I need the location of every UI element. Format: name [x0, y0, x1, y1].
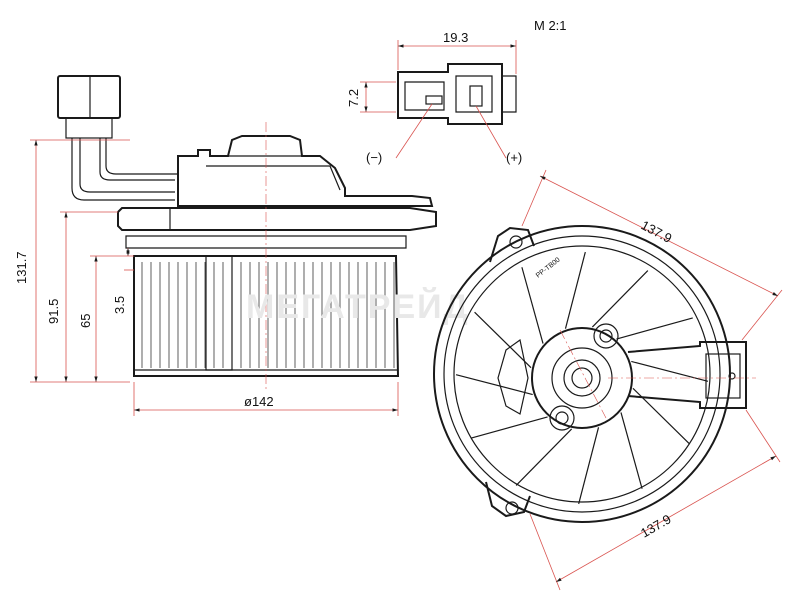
housing-rib: [471, 416, 548, 439]
offset-label: 3.5: [112, 296, 127, 314]
connector-detail: 19.3 7.2 (−) (+): [346, 30, 522, 165]
front-view: PP-TB00 137.9 137.9: [433, 169, 783, 591]
housing-rib: [521, 267, 544, 344]
wheel-blades: [141, 262, 395, 368]
housing-rib: [578, 427, 600, 505]
housing-rib: [474, 311, 532, 369]
connector-width-label: 19.3: [443, 30, 468, 45]
housing-rib: [620, 412, 643, 489]
part-code-label: PP-TB00: [535, 257, 562, 280]
positive-terminal-label: (+): [506, 150, 522, 165]
housing-rib: [631, 360, 709, 382]
negative-terminal-label: (−): [366, 150, 382, 165]
svg-text:МЕГАТРЕЙД: МЕГАТРЕЙД: [246, 287, 470, 326]
side-view: 131.7 91.5 65 3.5 ø142: [14, 75, 437, 416]
housing-rib: [616, 317, 693, 340]
diagonal-dimension-label: 137.9: [639, 217, 675, 246]
connector-height-label: 7.2: [346, 89, 361, 107]
housing-rib: [591, 270, 649, 328]
housing-rib: [455, 374, 533, 396]
total-height-label: 131.7: [14, 251, 29, 284]
bottom-dimension-label: 137.9: [638, 511, 674, 540]
wheel-height-label: 65: [78, 314, 93, 328]
housing-rib: [564, 251, 586, 329]
housing-rib: [515, 428, 573, 486]
diameter-label: ø142: [244, 394, 274, 409]
scale-label: M 2:1: [534, 18, 567, 33]
body-height-label: 91.5: [46, 299, 61, 324]
